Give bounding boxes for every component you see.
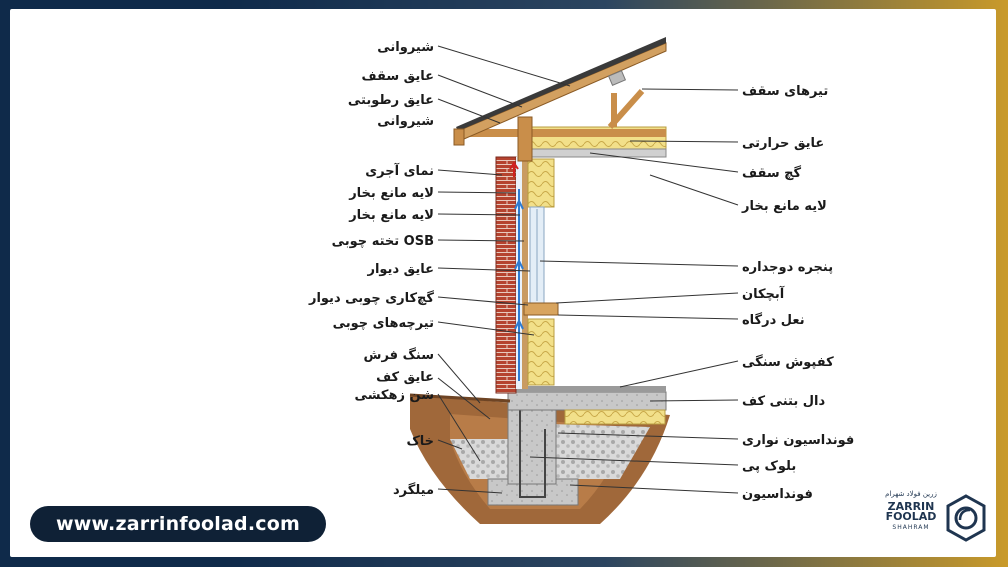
ceiling-board: [527, 148, 667, 158]
label-floor-stone: سنگ فرش: [364, 347, 434, 363]
label-soil: خاک: [406, 434, 434, 449]
concrete-slab: [507, 391, 667, 411]
label-wood-drywall: گچ‌کاری چوبی دیوار: [308, 290, 434, 306]
label-brick-facade: نمای آجری: [365, 162, 434, 179]
label-concrete-slab: دال بتنی کف: [742, 394, 825, 409]
stone-floor: [508, 386, 666, 392]
label-roof-rafters: تیرهای سقف: [742, 84, 828, 99]
website-badge[interactable]: www.zarrinfoolad.com: [30, 506, 326, 542]
gravel-area-right: [550, 424, 650, 479]
label-foundation: فونداسیون: [742, 487, 813, 502]
fascia: [453, 128, 465, 146]
label-ceiling-plaster: گچ سقف: [742, 165, 802, 181]
brand-line2: FOOLAD: [885, 510, 937, 523]
label-osb-board: تخته چوبی OSB: [332, 234, 434, 249]
lower-wall-insulation: [527, 318, 555, 386]
label-gravel: شن زهکشی: [355, 388, 434, 403]
right-leaders: [529, 88, 739, 494]
window-sill: [523, 302, 559, 316]
label-roof-insulation: عایق سقف: [361, 69, 434, 84]
brand-logo: زرین فولاد شهرام ZARRIN FOOLAD SHAHRAM: [880, 488, 990, 550]
label-floor-insulation: عایق کف: [376, 370, 434, 385]
label-strip-foundation: فونداسیون نواری: [742, 433, 854, 448]
label-vapor-barrier-2: لایه مانع بخار: [348, 208, 434, 223]
label-wood-studs: تیرچه‌های چوبی: [333, 316, 434, 331]
brand-wordmark: ZARRIN FOOLAD: [880, 500, 942, 523]
airflow-red-arrow: [509, 161, 519, 177]
label-roofing: شیروانی: [377, 40, 434, 55]
brand-subtitle: SHAHRAM: [892, 524, 930, 531]
left-leaders: [437, 45, 571, 494]
label-vapor-barrier-3: لایه مانع بخار: [741, 199, 827, 214]
brand-line1: ZARRIN: [887, 500, 935, 513]
rebar: [519, 404, 546, 498]
label-wall-insulation: عایق دیوار: [366, 262, 434, 277]
slab-insulation: [564, 409, 666, 425]
roof-shingles: [456, 37, 666, 131]
roof-vent: [607, 70, 627, 86]
label-roof-moisture-1: عایق رطوبتی: [348, 93, 434, 108]
upper-wall-insulation: [527, 158, 555, 208]
wall-top-plate: [517, 116, 533, 162]
roof-deck: [457, 42, 667, 140]
wall-section-diagram: شیروانی عایق سقف عایق رطوبتی شیروانی نما…: [308, 37, 854, 524]
content-frame: شیروانی عایق سقف عایق رطوبتی شیروانی نما…: [10, 9, 996, 557]
gravel-area: [450, 439, 510, 479]
ground-line: [409, 393, 511, 403]
label-vapor-barrier-1: لایه مانع بخار: [348, 186, 434, 201]
airflow-blue-arrows: [514, 189, 524, 381]
label-rebar: میلگرد: [393, 482, 434, 498]
label-footing-block: بلوک پی: [742, 459, 796, 474]
hex-nut-icon: [946, 494, 986, 542]
label-double-window: پنجره دوجداره: [742, 260, 833, 275]
label-thermal-insulation: عایق حرارتی: [742, 136, 824, 151]
brand-persian-name: زرین فولاد شهرام: [885, 490, 937, 498]
label-drip-edge: آبچکان: [742, 285, 785, 302]
label-door-sill: نعل درگاه: [742, 312, 805, 328]
label-stone-flooring: کفپوش سنگی: [742, 354, 834, 370]
label-roof-moisture-2: شیروانی: [377, 114, 434, 129]
osb-layer: [522, 149, 528, 389]
